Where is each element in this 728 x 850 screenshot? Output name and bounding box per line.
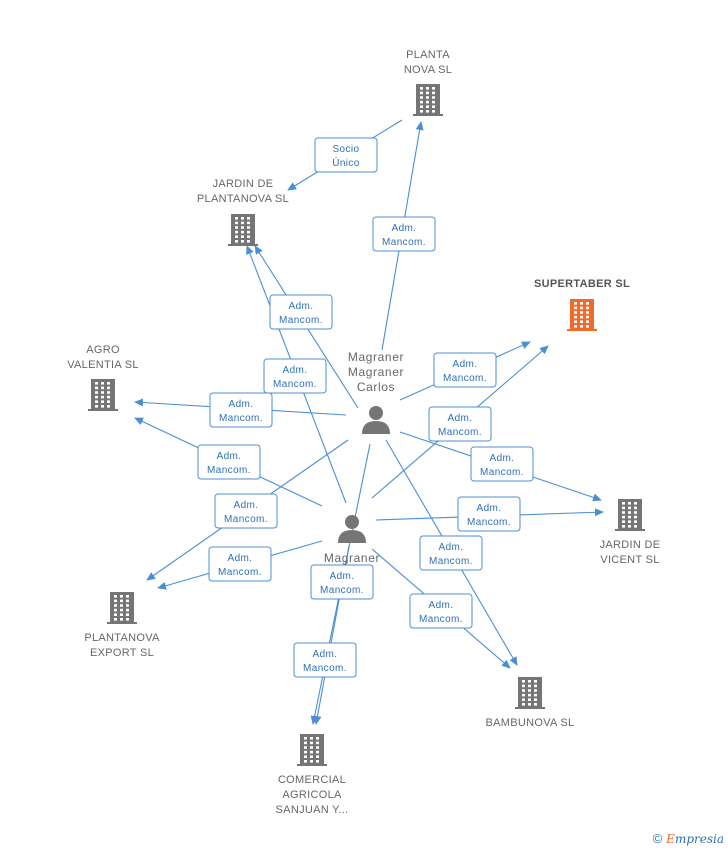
- building-icon: [88, 379, 118, 411]
- role-label: Adm.: [490, 453, 515, 464]
- company-label: EXPORT SL: [90, 647, 154, 659]
- company-label: JARDIN DE: [213, 178, 274, 190]
- role-badge: Adm. Mancom.: [214, 493, 278, 529]
- role-label: Mancom.: [429, 556, 473, 567]
- company-node-bambunova[interactable]: BAMBUNOVA SL: [486, 677, 575, 729]
- company-node-jardin-plantanova[interactable]: JARDIN DE PLANTANOVA SL: [197, 178, 289, 246]
- building-icon: [615, 499, 645, 531]
- role-label: Adm.: [392, 223, 417, 234]
- role-label: Adm.: [217, 451, 242, 462]
- copyright-icon: ©: [652, 831, 663, 846]
- company-label: SANJUAN Y...: [276, 804, 349, 816]
- company-label: PLANTANOVA: [84, 632, 160, 644]
- nodes-layer: PLANTA NOVA SL JARDIN DE PLANTANOVA SL SUPER…: [67, 49, 660, 816]
- role-label: Mancom.: [419, 614, 463, 625]
- role-badge: Adm. Mancom.: [372, 216, 436, 252]
- company-node-supertaber[interactable]: SUPERTABER SL: [534, 278, 630, 331]
- role-label: Adm.: [289, 301, 314, 312]
- brand-logo[interactable]: Empresia: [666, 832, 724, 846]
- role-label: Mancom.: [320, 585, 364, 596]
- person-icon: [362, 406, 390, 434]
- role-label: Mancom.: [207, 465, 251, 476]
- brand-initial: E: [666, 831, 675, 846]
- company-label: PLANTANOVA SL: [197, 193, 289, 205]
- role-label: Mancom.: [224, 514, 268, 525]
- role-label: Mancom.: [273, 379, 317, 390]
- role-badge: Adm. Mancom.: [293, 642, 357, 678]
- role-badge: Adm. Mancom.: [470, 446, 534, 482]
- role-label: Adm.: [283, 365, 308, 376]
- edges-layer: [134, 119, 604, 725]
- brand-rest: mpresia: [674, 831, 724, 846]
- role-label: Adm.: [229, 399, 254, 410]
- company-label: SUPERTABER SL: [534, 278, 630, 290]
- role-badge: Adm. Mancom.: [208, 546, 272, 582]
- role-label: Mancom.: [443, 373, 487, 384]
- role-label: Adm.: [234, 500, 259, 511]
- building-icon: [297, 734, 327, 766]
- company-node-jardin-vicent[interactable]: JARDIN DE VICENT SL: [600, 499, 661, 566]
- person-label: Magraner: [348, 350, 404, 364]
- role-badge: Adm. Mancom.: [433, 352, 497, 388]
- role-badge: Adm. Mancom.: [409, 593, 473, 629]
- role-label: Adm.: [477, 503, 502, 514]
- building-icon: [567, 299, 597, 331]
- person-label: Magraner: [324, 551, 380, 565]
- role-badge: Adm. Mancom.: [263, 358, 327, 394]
- role-label: Mancom.: [219, 413, 263, 424]
- company-label: VICENT SL: [600, 554, 659, 566]
- role-badge: Adm. Mancom.: [269, 294, 333, 330]
- role-badge: Adm. Mancom.: [457, 496, 521, 532]
- person-label: Magraner: [348, 365, 404, 379]
- company-label: NOVA SL: [404, 64, 452, 76]
- role-label: Mancom.: [382, 237, 426, 248]
- company-label: AGRICOLA: [282, 789, 342, 801]
- company-label: BAMBUNOVA SL: [486, 717, 575, 729]
- company-label: AGRO: [86, 344, 120, 356]
- company-node-plantanova-export[interactable]: PLANTANOVA EXPORT SL: [84, 592, 160, 659]
- person-node-p2[interactable]: Magraner: [324, 515, 380, 565]
- person-icon: [338, 515, 366, 543]
- role-label: Adm.: [439, 542, 464, 553]
- role-label: Mancom.: [218, 567, 262, 578]
- role-badge: Adm. Mancom.: [197, 444, 261, 480]
- role-badge: Adm. Mancom.: [428, 406, 492, 442]
- company-label: COMERCIAL: [278, 774, 346, 786]
- building-icon: [107, 592, 137, 624]
- company-label: JARDIN DE: [600, 539, 661, 551]
- footer: © Empresia: [653, 831, 724, 846]
- company-node-comercial-agricola[interactable]: COMERCIAL AGRICOLA SANJUAN Y...: [276, 734, 349, 816]
- building-icon: [413, 84, 443, 116]
- company-label: VALENTIA SL: [67, 359, 139, 371]
- company-node-planta-nova[interactable]: PLANTA NOVA SL: [404, 49, 452, 116]
- role-label: Único: [332, 156, 360, 169]
- role-label: Mancom.: [279, 315, 323, 326]
- role-label: Socio: [332, 144, 359, 155]
- role-label: Mancom.: [467, 517, 511, 528]
- company-node-agro-valentia[interactable]: AGRO VALENTIA SL: [67, 344, 139, 411]
- role-badge: Adm. Mancom.: [310, 564, 374, 600]
- role-label: Adm.: [453, 359, 478, 370]
- building-icon: [228, 214, 258, 246]
- role-label: Adm.: [313, 649, 338, 660]
- role-label: Mancom.: [303, 663, 347, 674]
- role-badge: Adm. Mancom.: [209, 392, 273, 428]
- role-label: Mancom.: [438, 427, 482, 438]
- company-label: PLANTA: [406, 49, 450, 61]
- role-badge: Adm. Mancom.: [419, 535, 483, 571]
- role-label: Mancom.: [480, 467, 524, 478]
- building-icon: [515, 677, 545, 709]
- role-label: Adm.: [448, 413, 473, 424]
- role-label: Adm.: [330, 571, 355, 582]
- role-label: Adm.: [429, 600, 454, 611]
- role-label: Adm.: [228, 553, 253, 564]
- person-label: Carlos: [357, 380, 395, 394]
